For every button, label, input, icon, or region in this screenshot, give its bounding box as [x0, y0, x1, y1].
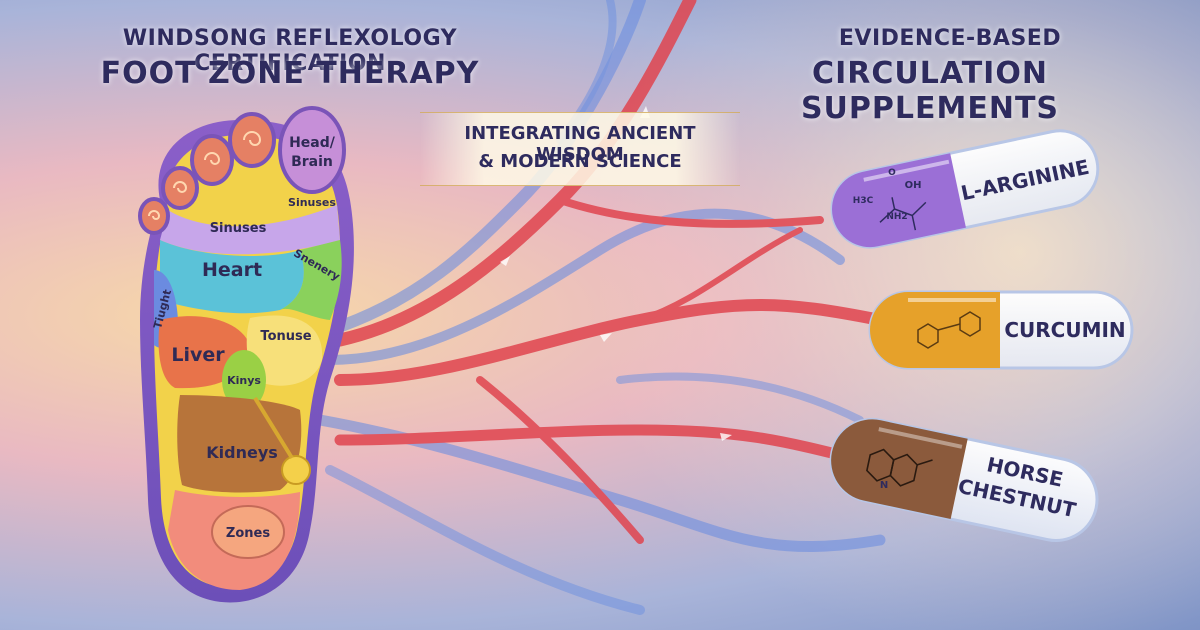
tagline-line2: & MODERN SCIENCE: [478, 151, 682, 172]
spiral-icon: [148, 210, 161, 220]
zone-kinys: [222, 350, 266, 410]
label-sinuses: Sinuses: [210, 221, 267, 236]
capsule-curcumin: [868, 290, 1134, 370]
artery-5: [476, 376, 644, 544]
spiral-icon: [173, 181, 188, 193]
molecule-ring: [917, 323, 939, 349]
label-kidneys: Kidneys: [206, 443, 278, 462]
molecule-ring: [889, 453, 919, 487]
vein-4: [325, 465, 645, 615]
label-liver: Liver: [171, 344, 225, 366]
formula-h3c: H3C: [852, 196, 874, 206]
molecule-diagram: [879, 197, 927, 231]
tagline-line1: INTEGRATING ANCIENT WISDOM: [464, 123, 696, 165]
capsule-l-arginine: [830, 129, 1100, 249]
label-head-brain-2: Brain: [291, 154, 333, 170]
vein-6: [616, 372, 864, 424]
capsule-horse-chestnut: [829, 417, 1099, 542]
toe-4: [161, 166, 199, 210]
kidney-link: [253, 396, 294, 460]
formula-o: O: [888, 168, 896, 178]
label-zones: Zones: [226, 526, 270, 541]
zone-heart: [160, 240, 304, 314]
zone-zones: [211, 505, 285, 559]
formula-nh2: NH2: [886, 212, 908, 222]
label-heart: Heart: [202, 259, 262, 281]
kidney-node: [281, 455, 311, 485]
artery-6: [637, 227, 803, 323]
left-headline-line2: FOOT ZONE THERAPY: [100, 56, 480, 91]
flow-arrow: [600, 333, 612, 342]
vein-1: [324, 0, 646, 336]
flow-arrow: [500, 256, 510, 266]
toe-2: [228, 112, 276, 168]
right-headline-line1: EVIDENCE-BASED: [838, 26, 1062, 51]
label-kinys: Kinys: [227, 374, 261, 387]
zone-tonuse: [246, 315, 323, 386]
label-sinuses-small: Sinuses: [288, 196, 336, 209]
spiral-icon: [204, 152, 221, 165]
formula-n: N: [879, 480, 889, 491]
toe-big: [278, 106, 346, 194]
capsule-label-curcumin: CURCUMIN: [1004, 318, 1126, 342]
zone-sinuses-band: [160, 205, 340, 255]
artery-4: [556, 196, 824, 228]
label-head-brain-1: Head/: [289, 135, 336, 151]
flow-arrow: [720, 433, 732, 441]
tagline-banner: INTEGRATING ANCIENT WISDOM & MODERN SCIE…: [420, 112, 740, 186]
molecule-ring: [959, 311, 981, 337]
spiral-icon: [243, 131, 262, 146]
formula-oh: OH: [904, 180, 922, 191]
label-tonuse: Tonuse: [260, 329, 311, 344]
zone-snenery: [280, 240, 342, 320]
right-headline-line2: CIRCULATION SUPPLEMENTS: [800, 56, 1060, 126]
artery-3: [334, 424, 866, 466]
left-headline-line1: WINDSONG REFLEXOLOGY CERTIFICATION: [122, 26, 458, 76]
